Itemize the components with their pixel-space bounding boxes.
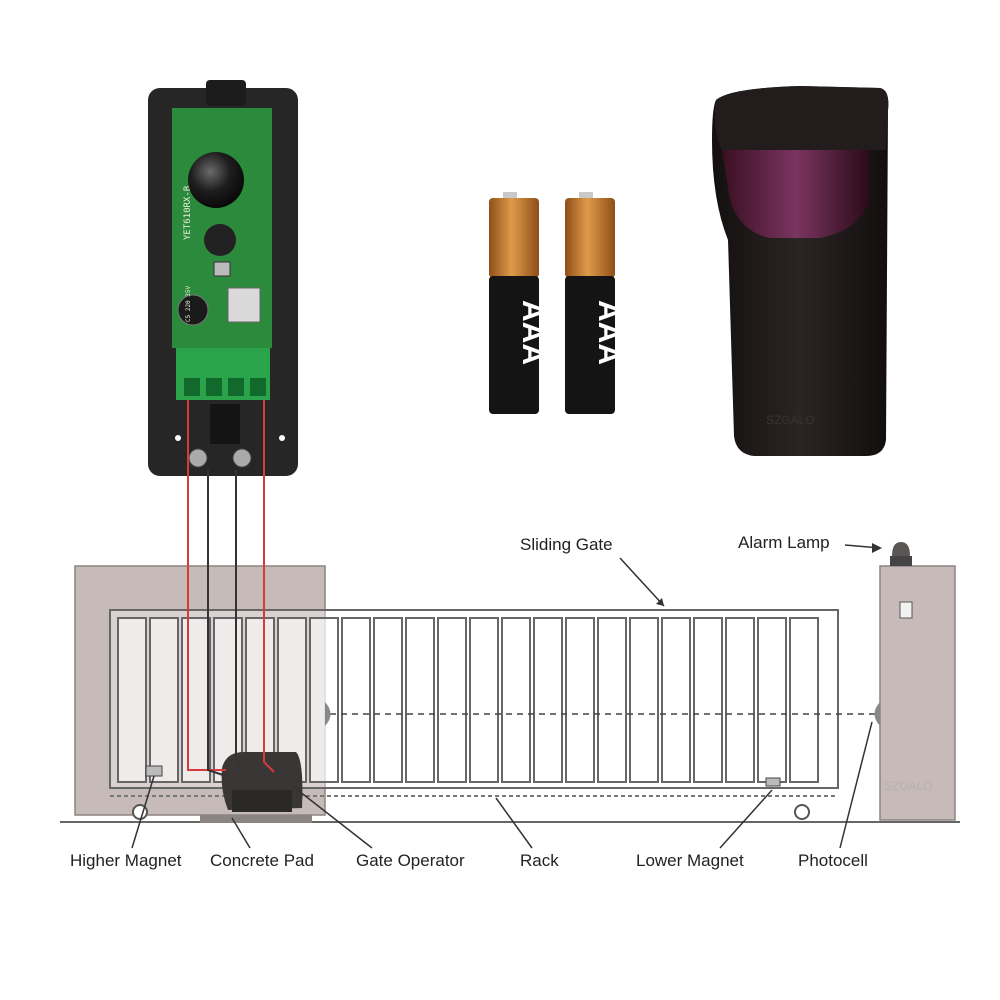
sliding-gate [109,609,839,789]
gate-bar [501,617,531,783]
gate-bar [789,617,819,783]
gate-wheel [794,804,810,820]
label-higher-magnet: Higher Magnet [70,851,182,870]
gate-bar [565,617,595,783]
gate-bar [693,617,723,783]
leader-lines [131,544,881,849]
capacitor [177,294,209,326]
lower-magnet [765,777,781,787]
relay [227,287,261,323]
pillar-plate [899,601,913,619]
board-code-text: YET610RX-B [183,186,193,240]
higher-magnet [145,765,163,777]
gate-bar [149,617,179,783]
wiring [187,400,275,777]
battery-label: AAA [592,300,625,365]
gate-bar [533,617,563,783]
gate-bar [725,617,755,783]
gate-bar [469,617,499,783]
photocell-receiver-board: YET610RX-B C5 220 35V [148,80,298,476]
label-lower-magnet: Lower Magnet [636,851,744,870]
gate-operator [200,752,312,823]
sensor-lens [722,150,870,238]
label-gate-operator: Gate Operator [356,851,465,870]
battery-aaa-2: AAA [565,192,625,414]
alarm-lamp [890,542,912,566]
gate-bar [597,617,627,783]
ir-lens-dome [188,152,244,208]
gate-bar [117,617,147,783]
watermark: SZGALO [766,413,815,427]
label-sliding-gate: Sliding Gate [520,535,613,554]
label-rack: Rack [520,851,559,870]
gate-bar [437,617,467,783]
label-alarm-lamp: Alarm Lamp [738,533,830,552]
gate-bar [373,617,403,783]
label-photocell: Photocell [798,851,868,870]
capacitor-label: C5 220 35V [185,285,192,322]
gate-bar [661,617,691,783]
right-pillar [879,565,956,821]
gate-bar [181,617,211,783]
gate-bar [405,617,435,783]
gate-bar [757,617,787,783]
battery-label: AAA [516,300,549,365]
gate-bar [629,617,659,783]
watermark: SZGALO [884,779,933,793]
battery-aaa-1: AAA [489,192,549,414]
buzzer [204,224,236,256]
photocell-sensor-housing: SZGALO [712,86,889,456]
gate-bar [341,617,371,783]
gate-bar [309,617,339,783]
label-concrete-pad: Concrete Pad [210,851,314,870]
